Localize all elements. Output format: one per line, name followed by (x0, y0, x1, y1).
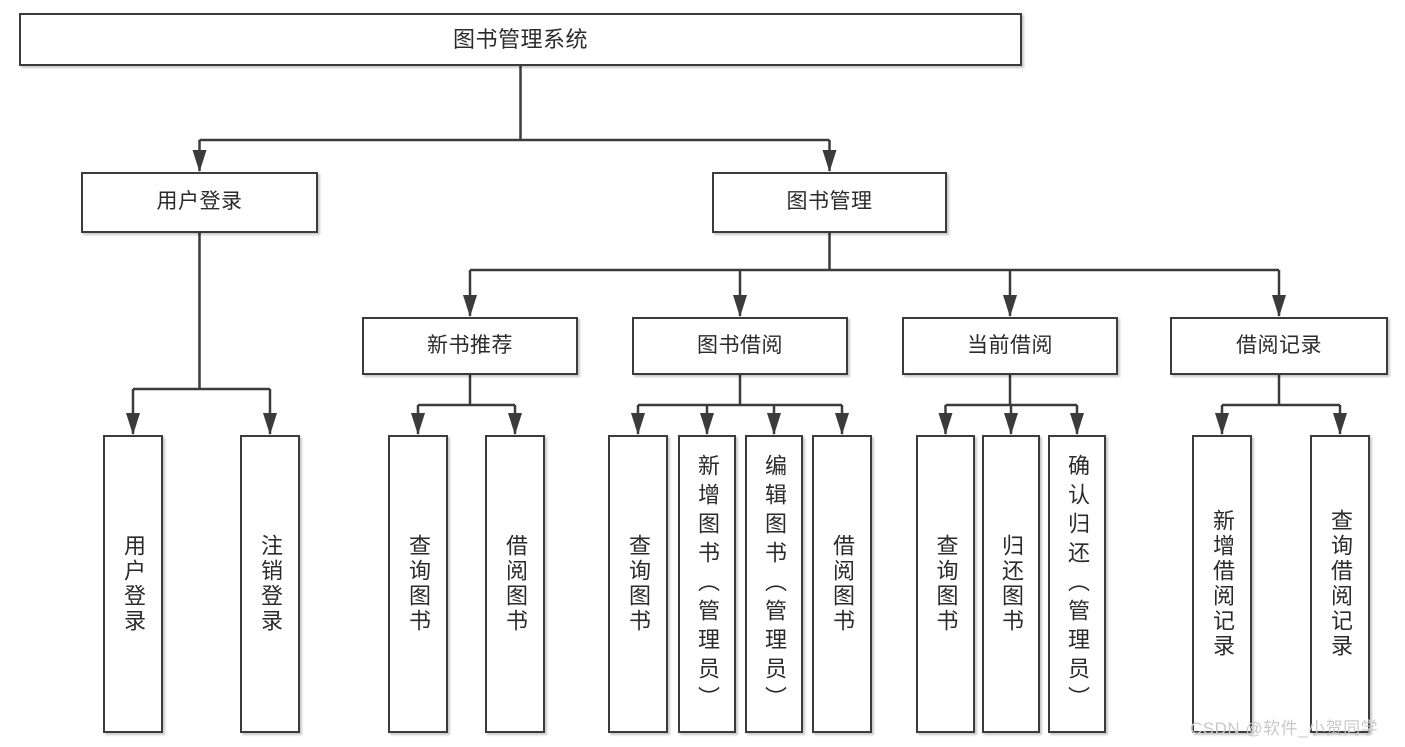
arrowhead-leaf-query-book-recommend (411, 413, 425, 435)
node-label-leaf-query-book-current: 查询图书 (933, 534, 959, 634)
node-leaf-return-book[interactable]: 归还图书 (982, 435, 1040, 733)
node-borrow-record[interactable]: 借阅记录 (1170, 317, 1388, 375)
node-new-book-recommend[interactable]: 新书推荐 (362, 317, 578, 375)
arrowhead-leaf-add-book-admin (700, 413, 714, 435)
arrowhead-new-book-recommend (463, 295, 477, 317)
arrowhead-leaf-user-login (126, 413, 140, 435)
node-label-leaf-borrow-book: 借阅图书 (830, 534, 855, 634)
node-leaf-edit-book-admin[interactable]: 编辑图书（管理员） (745, 435, 803, 733)
arrowhead-leaf-confirm-return-admin (1070, 413, 1084, 435)
arrowhead-leaf-logout-login (263, 413, 277, 435)
node-leaf-borrow-book-recommend[interactable]: 借阅图书 (485, 435, 545, 733)
node-label-user-login: 用户登录 (156, 190, 243, 214)
node-root[interactable]: 图书管理系统 (19, 13, 1022, 66)
node-leaf-user-login[interactable]: 用户登录 (103, 435, 163, 733)
arrowhead-leaf-query-borrow-record (1333, 413, 1347, 435)
node-leaf-confirm-return-admin[interactable]: 确认归还（管理员） (1048, 435, 1106, 733)
arrowhead-book-manage (822, 150, 837, 172)
node-user-login[interactable]: 用户登录 (81, 172, 318, 233)
node-book-manage[interactable]: 图书管理 (712, 172, 947, 233)
arrowhead-borrow-record (1272, 295, 1286, 317)
node-book-borrow[interactable]: 图书借阅 (632, 317, 848, 375)
node-label-leaf-confirm-return-admin: 确认归还（管理员） (1065, 453, 1090, 715)
csdn-watermark: CSDN @软件_小贺同学 (1190, 719, 1379, 738)
node-leaf-query-book-borrow[interactable]: 查询图书 (608, 435, 668, 733)
node-leaf-query-book-recommend[interactable]: 查询图书 (388, 435, 448, 733)
arrowhead-leaf-add-borrow-record (1215, 413, 1229, 435)
node-label-leaf-add-borrow-record: 新增借阅记录 (1210, 509, 1235, 659)
arrowhead-current-borrow (1003, 295, 1017, 317)
node-leaf-add-borrow-record[interactable]: 新增借阅记录 (1192, 435, 1252, 733)
arrowhead-leaf-edit-book-admin (767, 413, 781, 435)
node-label-leaf-borrow-book-recommend: 借阅图书 (503, 534, 528, 634)
arrowhead-leaf-return-book (1004, 413, 1018, 435)
node-leaf-logout-login[interactable]: 注销登录 (240, 435, 300, 733)
node-label-book-manage: 图书管理 (786, 190, 873, 214)
node-label-leaf-query-borrow-record: 查询借阅记录 (1328, 509, 1353, 659)
node-current-borrow[interactable]: 当前借阅 (902, 317, 1118, 375)
node-label-leaf-edit-book-admin: 编辑图书（管理员） (762, 453, 787, 715)
node-leaf-query-borrow-record[interactable]: 查询借阅记录 (1310, 435, 1370, 733)
node-leaf-query-book-current[interactable]: 查询图书 (916, 435, 975, 733)
node-label-leaf-return-book: 归还图书 (999, 534, 1024, 634)
node-label-book-borrow: 图书借阅 (697, 333, 783, 357)
node-leaf-borrow-book[interactable]: 借阅图书 (812, 435, 872, 733)
arrowhead-leaf-query-book-borrow (631, 413, 645, 435)
node-label-leaf-query-book-recommend: 查询图书 (406, 534, 431, 634)
node-label-leaf-logout-login: 注销登录 (258, 534, 283, 634)
node-leaf-add-book-admin[interactable]: 新增图书（管理员） (678, 435, 736, 733)
arrowhead-leaf-borrow-book (835, 413, 849, 435)
node-label-leaf-query-book-borrow: 查询图书 (626, 534, 651, 634)
node-label-leaf-add-book-admin: 新增图书（管理员） (695, 453, 720, 715)
arrowhead-book-borrow (733, 295, 747, 317)
node-label-new-book-recommend: 新书推荐 (427, 333, 513, 357)
node-label-leaf-user-login: 用户登录 (121, 534, 146, 634)
node-label-borrow-record: 借阅记录 (1236, 333, 1322, 357)
node-label-current-borrow: 当前借阅 (967, 333, 1053, 357)
arrowhead-leaf-borrow-book-recommend (508, 413, 522, 435)
arrowhead-leaf-query-book-current (938, 413, 953, 435)
node-label-root: 图书管理系统 (452, 26, 588, 52)
arrowhead-user-login (192, 150, 207, 172)
